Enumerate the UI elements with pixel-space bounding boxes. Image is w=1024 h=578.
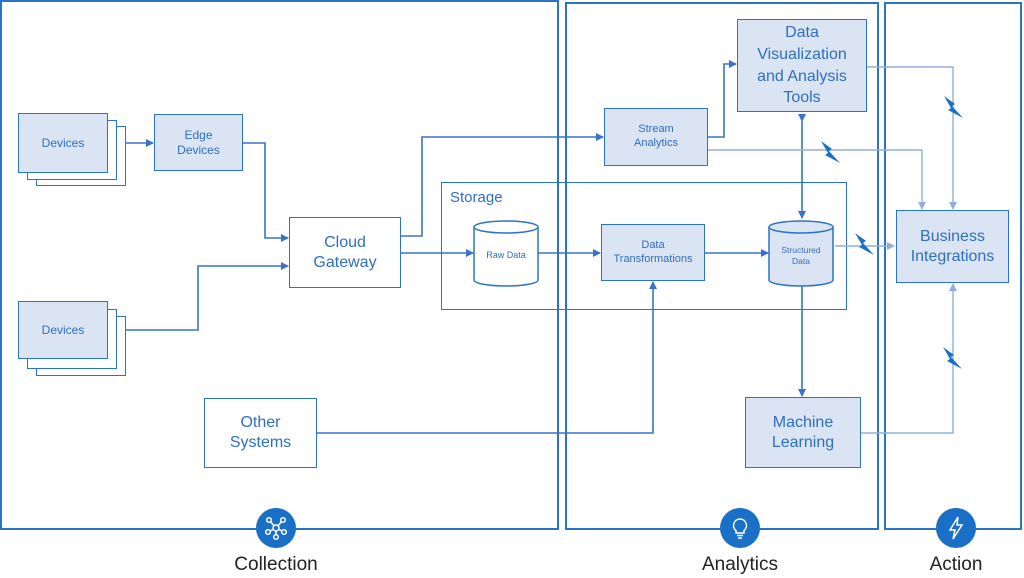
- raw-data-cylinder: [473, 220, 539, 287]
- data-visualization-tools[interactable]: Data Visualization and Analysis Tools: [737, 19, 867, 112]
- lightning-bolt-icon: [944, 96, 963, 118]
- section-label-action: Action: [929, 554, 983, 575]
- other-systems-label: Other Systems: [229, 414, 292, 451]
- lightning-bolt-icon: [943, 347, 962, 369]
- connector-stream-business: [708, 149, 926, 210]
- other-systems[interactable]: Other Systems: [204, 398, 317, 468]
- lightning-bolt-icon: [821, 141, 840, 163]
- data-transformations[interactable]: Data Transformations: [601, 224, 705, 281]
- connector-edge-gateway: [243, 142, 289, 242]
- business-integrations-label: Business Integrations: [910, 227, 995, 265]
- devices-top-label: Devices: [41, 135, 85, 150]
- storage-label: Storage: [450, 189, 503, 206]
- stream-analytics-label: Stream Analytics: [633, 123, 679, 149]
- structured-data-cylinder: [768, 220, 834, 287]
- devices-bottom-label: Devices: [41, 322, 85, 337]
- lightning-bolt-icon: [855, 233, 874, 255]
- stream-analytics[interactable]: Stream Analytics: [604, 108, 708, 166]
- cloud-gateway[interactable]: Cloud Gateway: [289, 217, 401, 288]
- devices-top[interactable]: Devices: [18, 113, 108, 173]
- machine-learning[interactable]: Machine Learning: [745, 397, 861, 468]
- section-label-analytics: Analytics: [701, 554, 779, 575]
- raw-data-label: Raw Data: [486, 250, 526, 260]
- connector-stream-visualization: [708, 60, 737, 138]
- connector-devices-gateway: [126, 262, 289, 331]
- devices-bottom[interactable]: Devices: [18, 301, 108, 359]
- data-visualization-label: Data Visualization and Analysis Tools: [757, 24, 847, 107]
- network-hub-icon: [256, 508, 296, 548]
- connector-ml-business: [861, 283, 957, 434]
- connector-gateway-stream: [401, 133, 604, 237]
- edge-devices[interactable]: Edge Devices: [154, 114, 243, 171]
- section-label-collection: Collection: [234, 554, 318, 575]
- lightning-bolt-icon: [936, 508, 976, 548]
- connector-visualization-business: [867, 66, 957, 210]
- connector-other-transform: [317, 281, 657, 434]
- edge-devices-label: Edge Devices: [177, 127, 220, 157]
- lightbulb-icon: [720, 508, 760, 548]
- business-integrations[interactable]: Business Integrations: [896, 210, 1009, 283]
- structured-data-label: Structured Data: [781, 245, 821, 267]
- data-transformations-label: Data Transformations: [613, 238, 693, 265]
- machine-learning-label: Machine Learning: [771, 413, 835, 451]
- cloud-gateway-label: Cloud Gateway: [313, 233, 377, 271]
